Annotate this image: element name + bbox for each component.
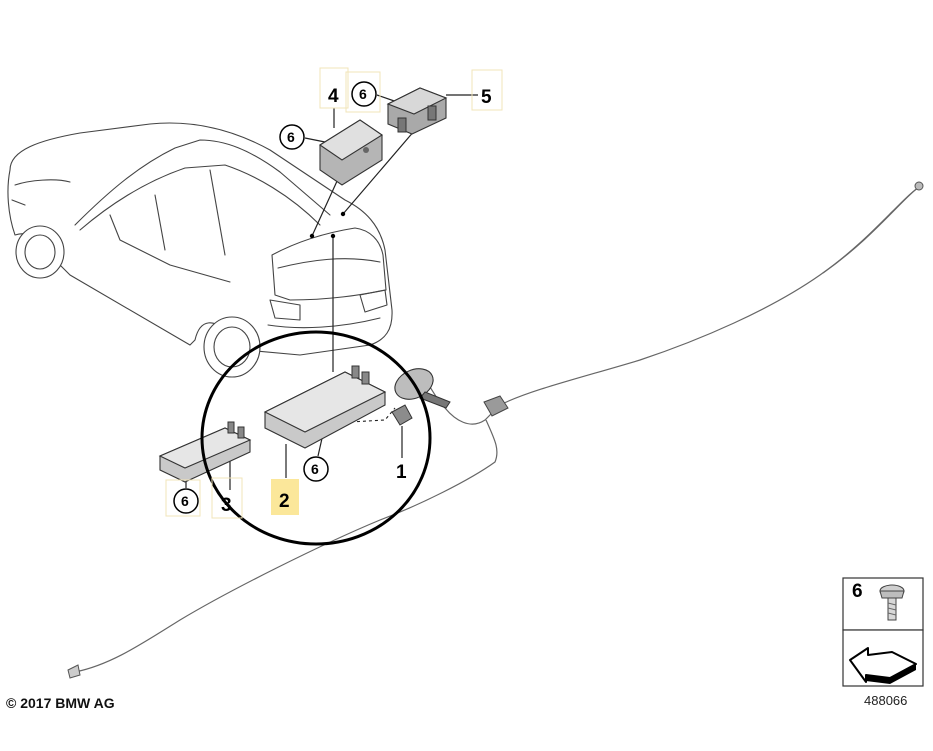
callout-6-top: 6 bbox=[351, 81, 377, 107]
callout-2-highlight bbox=[271, 479, 299, 515]
module-part-3 bbox=[158, 421, 252, 483]
callout-2: 2 bbox=[279, 491, 290, 512]
callout-1: 1 bbox=[396, 462, 407, 483]
callout-3: 3 bbox=[221, 495, 232, 516]
module-part-4 bbox=[318, 119, 384, 186]
copyright-notice: © 2017 BMW AG bbox=[6, 695, 115, 711]
module-part-5 bbox=[386, 87, 448, 135]
callout-6-middle: 6 bbox=[303, 456, 329, 482]
callout-6-upper-left: 6 bbox=[279, 124, 305, 150]
callout-5: 5 bbox=[481, 87, 492, 108]
screw-icon bbox=[879, 584, 905, 621]
svg-text:6: 6 bbox=[311, 461, 319, 477]
svg-text:6: 6 bbox=[359, 86, 367, 102]
legend-part-label: 6 bbox=[852, 581, 863, 602]
legend-box: 6 488066 bbox=[842, 577, 924, 708]
car-outline bbox=[7, 122, 393, 378]
arrow-icon bbox=[849, 647, 917, 684]
svg-text:6: 6 bbox=[181, 493, 189, 509]
diagram-number: 488066 bbox=[864, 693, 907, 708]
callout-4: 4 bbox=[328, 86, 339, 107]
highlight-circle bbox=[200, 330, 432, 546]
antenna-cable bbox=[67, 181, 924, 679]
module-part-2 bbox=[263, 365, 387, 449]
svg-text:6: 6 bbox=[287, 129, 295, 145]
callout-6-left: 6 bbox=[173, 488, 199, 514]
